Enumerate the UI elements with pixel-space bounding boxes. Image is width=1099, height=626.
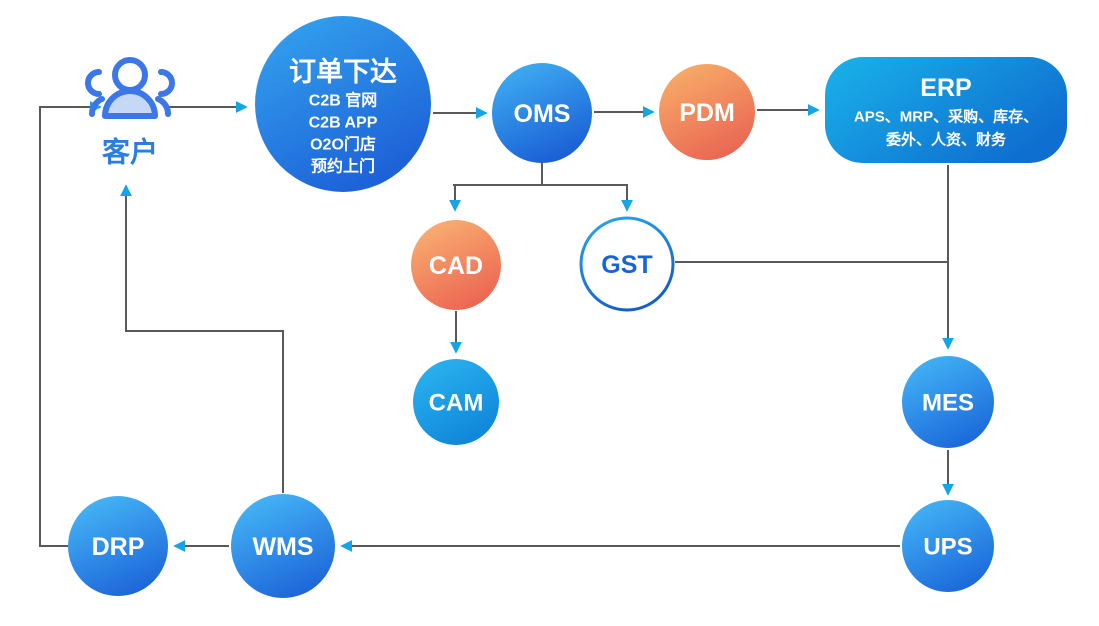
node-oms-label: OMS	[514, 100, 571, 128]
node-order[interactable]: 订单下达 C2B 官网 C2B APP O2O门店 预约上门	[255, 16, 431, 192]
node-pdm-shape[interactable]	[659, 64, 755, 160]
node-ups-label: UPS	[923, 534, 972, 561]
node-erp[interactable]: ERP APS、MRP、采购、库存、 委外、人资、财务	[825, 57, 1067, 163]
node-oms[interactable]: OMS	[492, 63, 592, 163]
node-erp-sub-0: APS、MRP、采购、库存、	[854, 108, 1038, 126]
edge-oms-split-bus	[453, 163, 628, 186]
customer-label: 客户	[102, 136, 158, 168]
node-mes-label: MES	[922, 390, 974, 417]
users-group-icon	[85, 57, 175, 119]
node-cad-shape[interactable]	[411, 220, 501, 310]
node-erp-shape[interactable]	[825, 57, 1067, 163]
node-cad-label: CAD	[429, 252, 483, 280]
node-order-sub-1: C2B APP	[309, 115, 378, 132]
node-gst-shape[interactable]	[579, 216, 675, 312]
node-ups[interactable]: UPS	[902, 500, 994, 592]
node-pdm-label: PDM	[679, 99, 735, 127]
node-ups-shape[interactable]	[902, 500, 994, 592]
node-cam[interactable]: CAM	[413, 359, 499, 445]
edge-wms-to-customer	[120, 184, 284, 493]
node-order-label: 订单下达	[289, 57, 397, 87]
edge-drp-to-customer	[39, 101, 102, 547]
node-customer[interactable]: 客户	[85, 57, 175, 168]
node-oms-shape[interactable]	[492, 63, 592, 163]
node-wms-label: WMS	[252, 533, 313, 561]
node-gst-label: GST	[601, 251, 652, 279]
node-order-sub-2: O2O门店	[310, 135, 376, 154]
node-order-sub-3: 预约上门	[311, 157, 375, 176]
node-drp[interactable]: DRP	[68, 496, 168, 596]
node-order-shape[interactable]	[255, 16, 431, 192]
node-cad[interactable]: CAD	[411, 220, 501, 310]
node-drp-shape[interactable]	[68, 496, 168, 596]
node-drp-label: DRP	[92, 533, 145, 561]
node-mes[interactable]: MES	[902, 356, 994, 448]
node-erp-sub-1: 委外、人资、财务	[886, 131, 1007, 149]
node-wms-shape[interactable]	[231, 494, 335, 598]
node-gst[interactable]: GST	[579, 216, 675, 312]
node-cam-shape[interactable]	[413, 359, 499, 445]
node-erp-label: ERP	[920, 74, 971, 102]
node-wms[interactable]: WMS	[231, 494, 335, 598]
node-mes-shape[interactable]	[902, 356, 994, 448]
node-pdm[interactable]: PDM	[659, 64, 755, 160]
connectors-layer	[39, 101, 954, 552]
node-order-sub-0: C2B 官网	[309, 91, 377, 110]
node-cam-label: CAM	[429, 390, 484, 417]
